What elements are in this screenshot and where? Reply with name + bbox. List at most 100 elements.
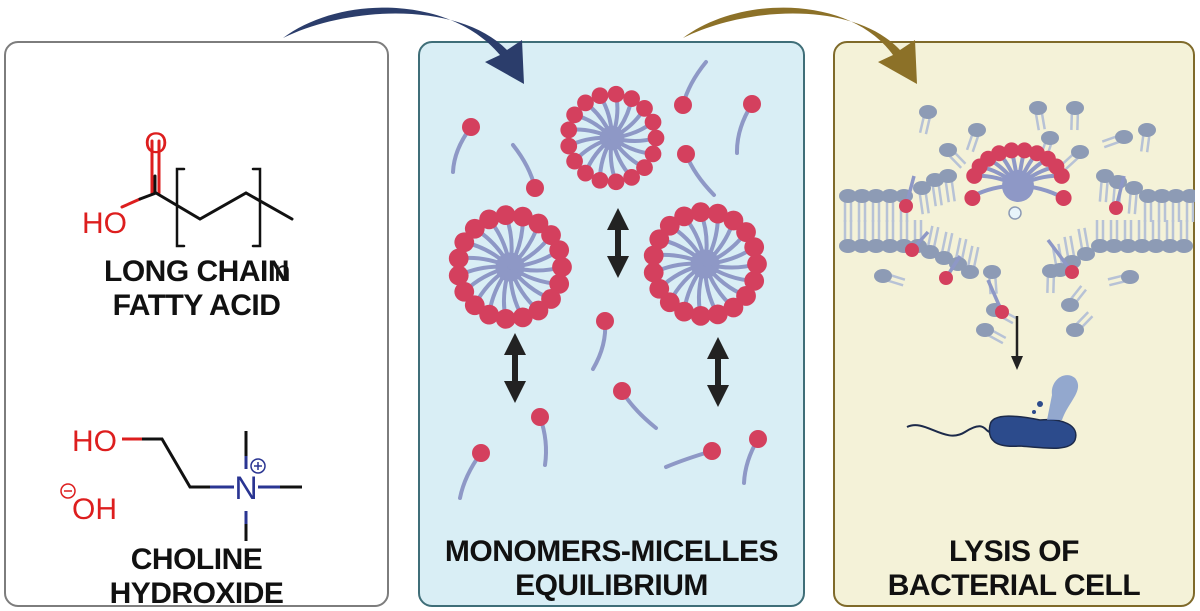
lipid-head — [867, 239, 885, 253]
surfactant-head — [736, 286, 756, 306]
membrane-lipid — [1119, 220, 1137, 253]
surfactant-head — [479, 209, 499, 230]
lipid-head — [1133, 239, 1151, 253]
membrane-lipid — [1139, 189, 1157, 222]
lipid-head — [1096, 169, 1114, 183]
down-arrow-icon — [1011, 316, 1023, 370]
surfactant-head — [566, 106, 583, 124]
monomer — [734, 95, 761, 155]
lipid-head — [1041, 131, 1059, 145]
surfactant-head — [736, 222, 756, 242]
surfactant-head — [464, 218, 485, 239]
membrane-lipid — [867, 189, 885, 222]
monomer — [664, 442, 721, 469]
lipid-head — [1121, 270, 1139, 284]
membrane-lipid — [881, 220, 899, 253]
surfactant-head — [512, 307, 533, 328]
monomer-head — [613, 382, 631, 400]
surfactant-head — [528, 213, 549, 234]
membrane-lipid — [1175, 220, 1193, 253]
membrane-lipid — [1153, 189, 1171, 222]
monomer-head — [462, 118, 480, 136]
monomer-head — [743, 95, 761, 113]
surfactant-head — [690, 305, 711, 326]
surfactant-head — [541, 225, 561, 245]
membrane-lipid — [881, 189, 899, 222]
micelle-core — [1002, 170, 1034, 202]
lipid-head — [921, 245, 939, 259]
monomer — [458, 444, 490, 500]
lipid-head — [839, 189, 857, 203]
membrane-lipid — [1061, 285, 1088, 312]
surfactant-head — [995, 305, 1009, 319]
surfactant-head — [644, 113, 662, 131]
surfactant-head — [690, 202, 711, 223]
lipid-head — [839, 239, 857, 253]
embedded-surfactant — [1109, 175, 1126, 215]
lipid-head — [1119, 239, 1137, 253]
bacterial-cell-body — [988, 415, 1077, 449]
membrane-lipid — [853, 220, 871, 253]
surfactant-head — [591, 171, 609, 189]
membrane-lipid — [1167, 189, 1185, 222]
surfactant-head — [939, 271, 953, 285]
surfactant-head — [905, 243, 919, 257]
membrane-lipid — [1066, 311, 1094, 337]
surfactant-head — [560, 137, 578, 155]
membrane-lipid — [839, 220, 857, 253]
surfactant-head — [623, 90, 640, 107]
membrane-lipid — [1181, 189, 1195, 222]
surfactant-head — [636, 159, 653, 177]
surfactant-head — [566, 152, 583, 170]
surfactant-head — [448, 248, 469, 269]
flagellum — [906, 424, 991, 437]
lipid-head — [1167, 189, 1185, 203]
surfactant-head — [479, 304, 499, 325]
lipid-head — [939, 143, 957, 157]
monomer-head — [749, 430, 767, 448]
surfactant-head — [607, 85, 625, 103]
lipid-head — [1125, 181, 1143, 195]
monomer-head — [674, 96, 692, 114]
lipid-head — [939, 169, 957, 183]
surfactant-head — [577, 164, 594, 182]
panel-monomers-micelles: MONOMERS-MICELLES EQUILIBRIUM — [418, 41, 805, 607]
surfactant-head — [643, 245, 664, 266]
lipid-head — [1077, 247, 1095, 261]
atom-hydroxyl: HO — [82, 207, 127, 240]
surfactant-head — [636, 99, 653, 117]
lipid-head — [961, 265, 979, 279]
surfactant-head — [541, 289, 561, 309]
surfactant-head — [1053, 167, 1070, 184]
membrane-lipid — [1042, 264, 1060, 294]
membrane-lipid — [939, 143, 967, 169]
surfactant-head — [707, 304, 728, 325]
lipid-head — [968, 123, 986, 137]
membrane-lipid — [961, 245, 980, 279]
membrane-lipid — [1091, 220, 1109, 253]
monomer-head — [526, 179, 544, 197]
membrane-lipid — [1107, 270, 1139, 287]
monomer — [742, 430, 767, 485]
atom-hydroxide: OH — [72, 493, 117, 526]
lipid-head — [1175, 239, 1193, 253]
choline-structure — [122, 431, 302, 541]
membrane-lipid — [1060, 145, 1089, 170]
membrane-lipid — [853, 189, 871, 222]
atom-choline-hydroxyl: HO — [72, 425, 117, 458]
monomer-head — [596, 312, 614, 330]
lipid-head — [1066, 101, 1084, 115]
membrane-lipid — [913, 181, 931, 215]
lipid-head — [1161, 239, 1179, 253]
lipid-head — [1042, 264, 1060, 278]
surfactant-head — [747, 254, 767, 274]
surfactant-head — [964, 190, 981, 206]
surfactant-head — [1055, 190, 1072, 206]
membrane-lipid — [939, 169, 957, 203]
micelle — [643, 202, 767, 326]
surfactant-head — [623, 169, 640, 186]
label-fatty-acid: LONG CHAIN FATTY ACID — [104, 255, 290, 322]
micelle-illustration — [448, 60, 767, 500]
lipid-head — [881, 239, 899, 253]
surfactant-head — [659, 292, 680, 313]
